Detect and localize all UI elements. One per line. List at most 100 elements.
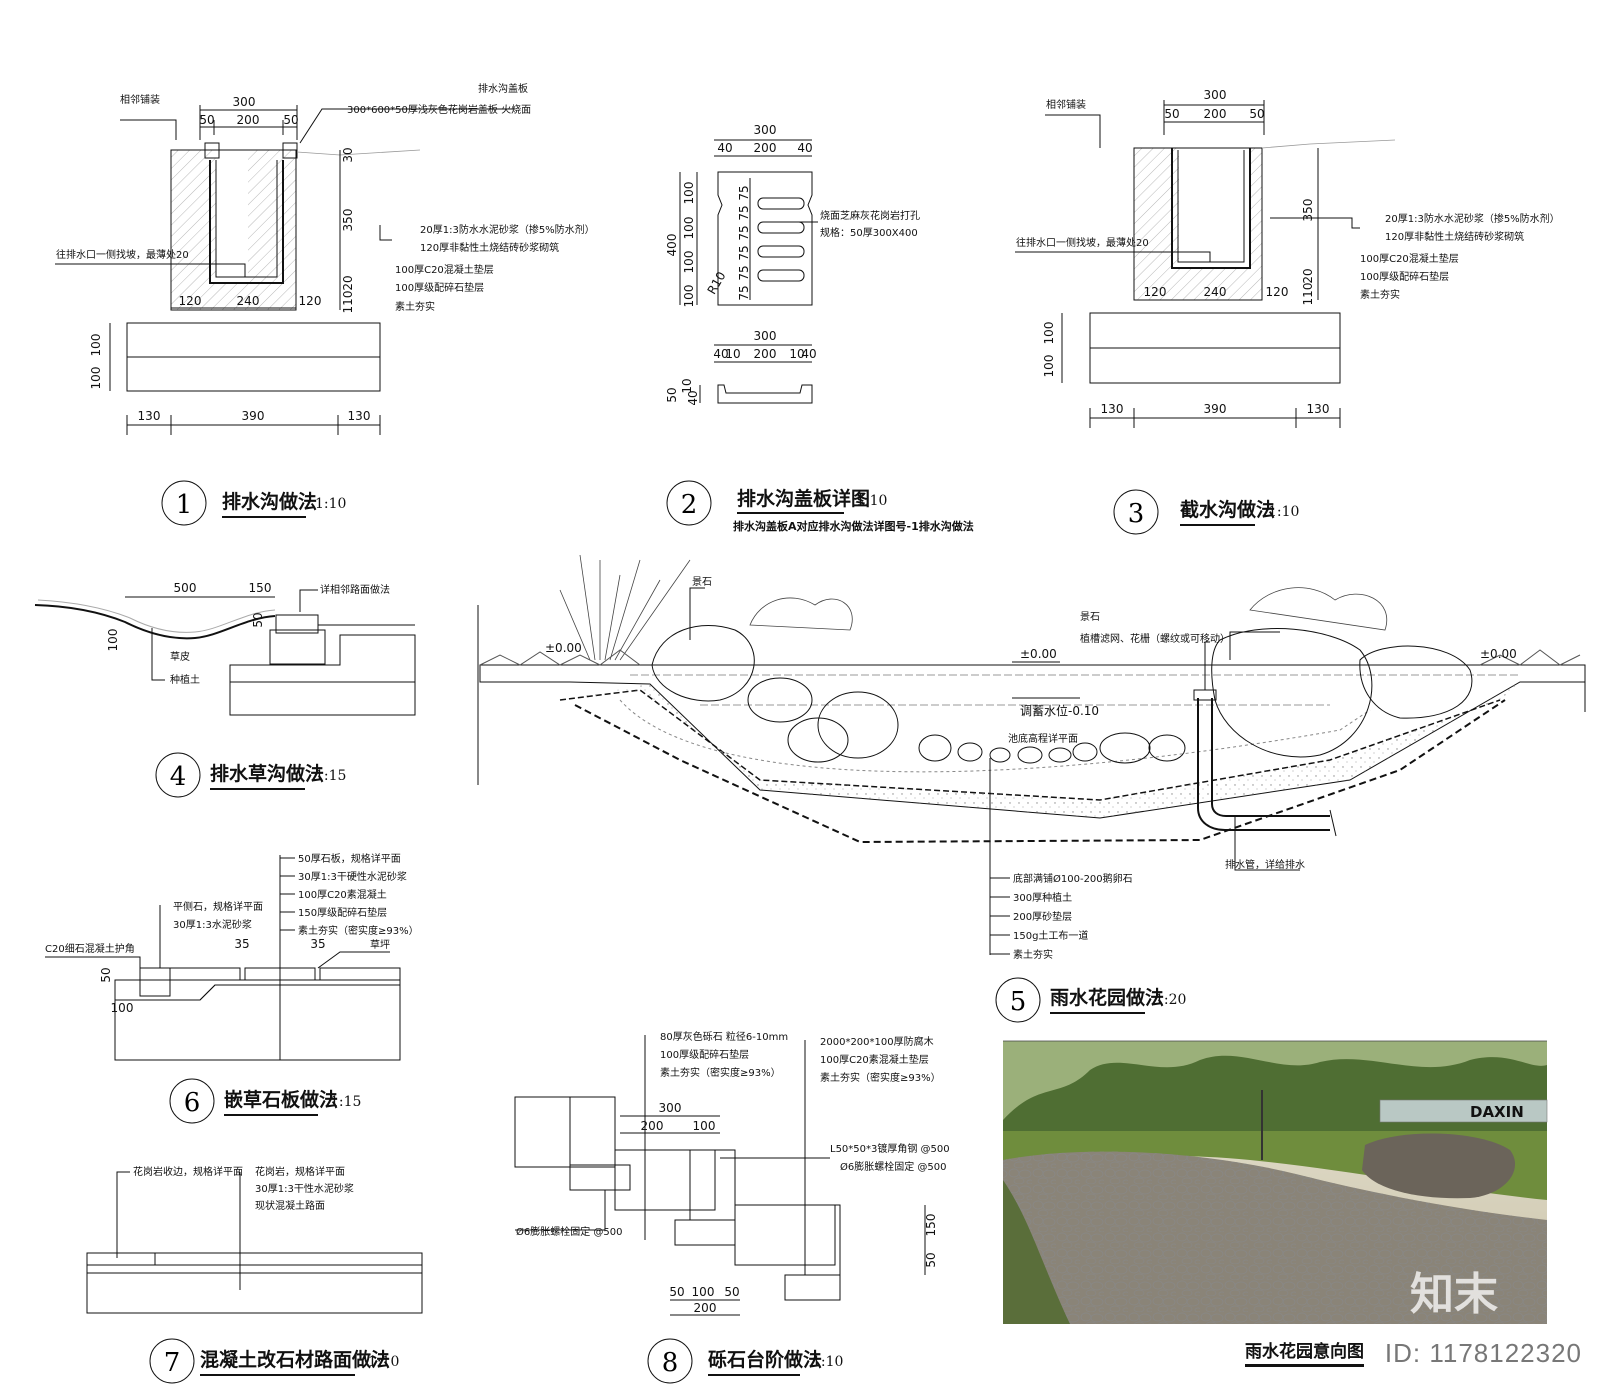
d1-dim-bottom-1: 390: [242, 409, 265, 423]
title-6-scale: 1:15: [330, 1094, 361, 1110]
d7-note-0: 花岗岩收边，规格详平面: [133, 1165, 243, 1178]
title-block-3: 3 截水沟做法 1:10: [1113, 489, 1299, 535]
d4-dim-0: 500: [174, 581, 197, 595]
title-5-text: 雨水花园做法: [1050, 986, 1164, 1009]
photo-sign: DAXIN: [1470, 1103, 1524, 1121]
d2-sec-dim-4: 10: [789, 347, 804, 361]
title-8-text: 砾石台阶做法: [708, 1348, 822, 1371]
d7-note-2: 30厚1:3干性水泥砂浆: [255, 1182, 354, 1195]
title-3-text: 截水沟做法: [1180, 498, 1275, 521]
d2-dim-inner-0: 75: [737, 185, 751, 200]
detail-7-concrete-to-stone: 花岗岩收边，规格详平面 花岗岩，规格详平面 30厚1:3干性水泥砂浆 现状混凝土…: [86, 1165, 423, 1314]
d6-grass: 草坪: [370, 938, 390, 951]
d6-dim-1: 35: [310, 937, 325, 951]
d1-cover-title: 排水沟盖板: [478, 82, 528, 95]
d1-dim-right-0: 30: [341, 147, 355, 162]
d1-dim-mid-1: 240: [237, 294, 260, 308]
d4-note-1: 草皮: [170, 650, 190, 663]
d5-layer-0: 底部满铺Ø100-200鹅卵石: [1013, 872, 1133, 885]
d8-dim-right-1: 50: [924, 1252, 938, 1267]
d2-sec-dim-5: 40: [801, 347, 816, 361]
d6-layer-2: 100厚C20素混凝土: [298, 888, 387, 901]
d4-note-0: 详相邻路面做法: [320, 583, 390, 596]
title-block-6: 6 嵌草石板做法 1:15: [169, 1078, 361, 1124]
d8-dim-top-1: 200: [641, 1119, 664, 1133]
d8-bolt-left: Ø6膨胀螺栓固定 @500: [516, 1225, 623, 1238]
d3-dim-right-0: 350: [1301, 199, 1315, 222]
title-8-scale: 1:10: [812, 1354, 843, 1370]
d6-layer-0: 50厚石板，规格详平面: [298, 852, 401, 865]
title-4-number: 4: [170, 762, 187, 792]
d2-dim-inner-1: 75: [737, 205, 751, 220]
d3-slope-note: 往排水口一侧找坡，最薄处20: [1016, 236, 1149, 249]
d1-cover-spec: 300*600*50厚浅灰色花岗岩盖板 火烧面: [347, 103, 531, 116]
d6-dim-2: 50: [99, 967, 113, 982]
d2-sec-dim-0: 300: [754, 329, 777, 343]
d1-dim-top-2: 200: [237, 113, 260, 127]
d6-left-note-1: 30厚1:3水泥砂浆: [173, 918, 252, 931]
d1-dim-mid-2: 120: [299, 294, 322, 308]
d2-note-2: 规格：50厚300X400: [820, 226, 918, 239]
detail-6-grass-slab: 50厚石板，规格详平面 30厚1:3干硬性水泥砂浆 100厚C20素混凝土 15…: [45, 852, 419, 1061]
d1-layer-0: 20厚1:3防水水泥砂浆（掺5%防水剂）: [420, 223, 595, 236]
d5-stone-1: 景石: [692, 576, 712, 588]
title-block-4: 4 排水草沟做法 1:15: [155, 752, 346, 798]
title-5-scale: 1:20: [1155, 992, 1186, 1008]
rain-garden-photo: DAXIN: [1003, 1040, 1548, 1324]
title-2-scale: 1:10: [856, 493, 887, 509]
d3-layer-3: 100厚级配碎石垫层: [1360, 270, 1449, 283]
title-7-number: 7: [164, 1348, 181, 1378]
d5-level-1: ±0.00: [1020, 647, 1057, 661]
d6-corner: C20细石混凝土护角: [45, 942, 135, 955]
title-2-number: 2: [681, 490, 698, 520]
d2-sec-left-1: 10: [680, 378, 694, 393]
detail-1-drain-ditch: 300 50 200 50 120 240 120 130 390 130 10…: [55, 82, 595, 435]
d2-dim-top-3: 40: [797, 141, 812, 155]
d2-dim-top-2: 200: [754, 141, 777, 155]
d2-dim-left-0: 400: [665, 234, 679, 257]
d1-dim-bottom-2: 130: [348, 409, 371, 423]
d3-label-adjacent: 相邻铺装: [1046, 98, 1086, 111]
d2-sec-left-2: 40: [686, 390, 700, 405]
d5-level-2: ±0.00: [1480, 647, 1517, 661]
d5-layer-3: 150g土工布一道: [1013, 929, 1088, 942]
d8-angle: L50*50*3镀厚角钢 @500: [830, 1142, 950, 1155]
d2-dim-left-4: 100: [682, 285, 696, 308]
d8-left-layer-0: 80厚灰色砾石 粒径6-10mm: [660, 1030, 788, 1043]
d1-dim-top-1: 50: [199, 113, 214, 127]
title-3-number: 3: [1128, 499, 1145, 529]
title-block-7: 7 混凝土改石材路面做法 1:10: [149, 1338, 399, 1384]
d8-left-layer-2: 素土夯实（密实度≥93%）: [660, 1066, 781, 1079]
d1-layer-1: 120厚非黏性土烧结砖砂浆砌筑: [420, 241, 559, 254]
d1-dim-top-0: 300: [233, 95, 256, 109]
d8-dim-top-2: 100: [693, 1119, 716, 1133]
d1-dim-bottom-0: 130: [138, 409, 161, 423]
brand-watermark: 知末: [1410, 1269, 1498, 1320]
detail-8-gravel-step: 80厚灰色砾石 粒径6-10mm 100厚级配碎石垫层 素土夯实（密实度≥93%…: [514, 1030, 950, 1316]
d5-layer-4: 素土夯实: [1013, 948, 1053, 961]
d1-label-adjacent: 相邻铺装: [120, 93, 160, 106]
d8-dim-right-0: 150: [924, 1214, 938, 1237]
d3-dim-top-2: 200: [1204, 107, 1227, 121]
d3-layer-1: 120厚非黏性土烧结砖砂浆砌筑: [1385, 230, 1524, 243]
title-block-2: 2 排水沟盖板详图 1:10 排水沟盖板A对应排水沟做法详图号-1排水沟做法: [666, 480, 974, 533]
title-5-number: 5: [1010, 987, 1027, 1017]
d3-dim-bottom-1: 390: [1204, 402, 1227, 416]
d7-note-1: 花岗岩，规格详平面: [255, 1165, 345, 1178]
title-6-text: 嵌草石板做法: [224, 1088, 338, 1111]
d8-dim-bottom-2: 50: [724, 1285, 739, 1299]
d1-dim-left-0: 100: [89, 334, 103, 357]
d3-dim-left-0: 100: [1042, 322, 1056, 345]
d5-layer-1: 300厚种植土: [1013, 891, 1072, 904]
title-block-8: 8 砾石台阶做法 1:10: [647, 1338, 843, 1384]
d3-layer-2: 100厚C20混凝土垫层: [1360, 252, 1459, 265]
d3-layer-4: 素土夯实: [1360, 288, 1400, 301]
photo-caption: 雨水花园意向图: [1245, 1337, 1364, 1367]
d2-sec-left-0: 50: [665, 387, 679, 402]
d3-dim-top-3: 50: [1249, 107, 1264, 121]
title-2-text: 排水沟盖板详图: [737, 487, 870, 510]
d2-sec-dim-3: 200: [754, 347, 777, 361]
d8-dim-bottom-0: 50: [669, 1285, 684, 1299]
d8-bolt-right: Ø6膨胀螺栓固定 @500: [840, 1160, 947, 1173]
d3-dim-bottom-2: 130: [1307, 402, 1330, 416]
